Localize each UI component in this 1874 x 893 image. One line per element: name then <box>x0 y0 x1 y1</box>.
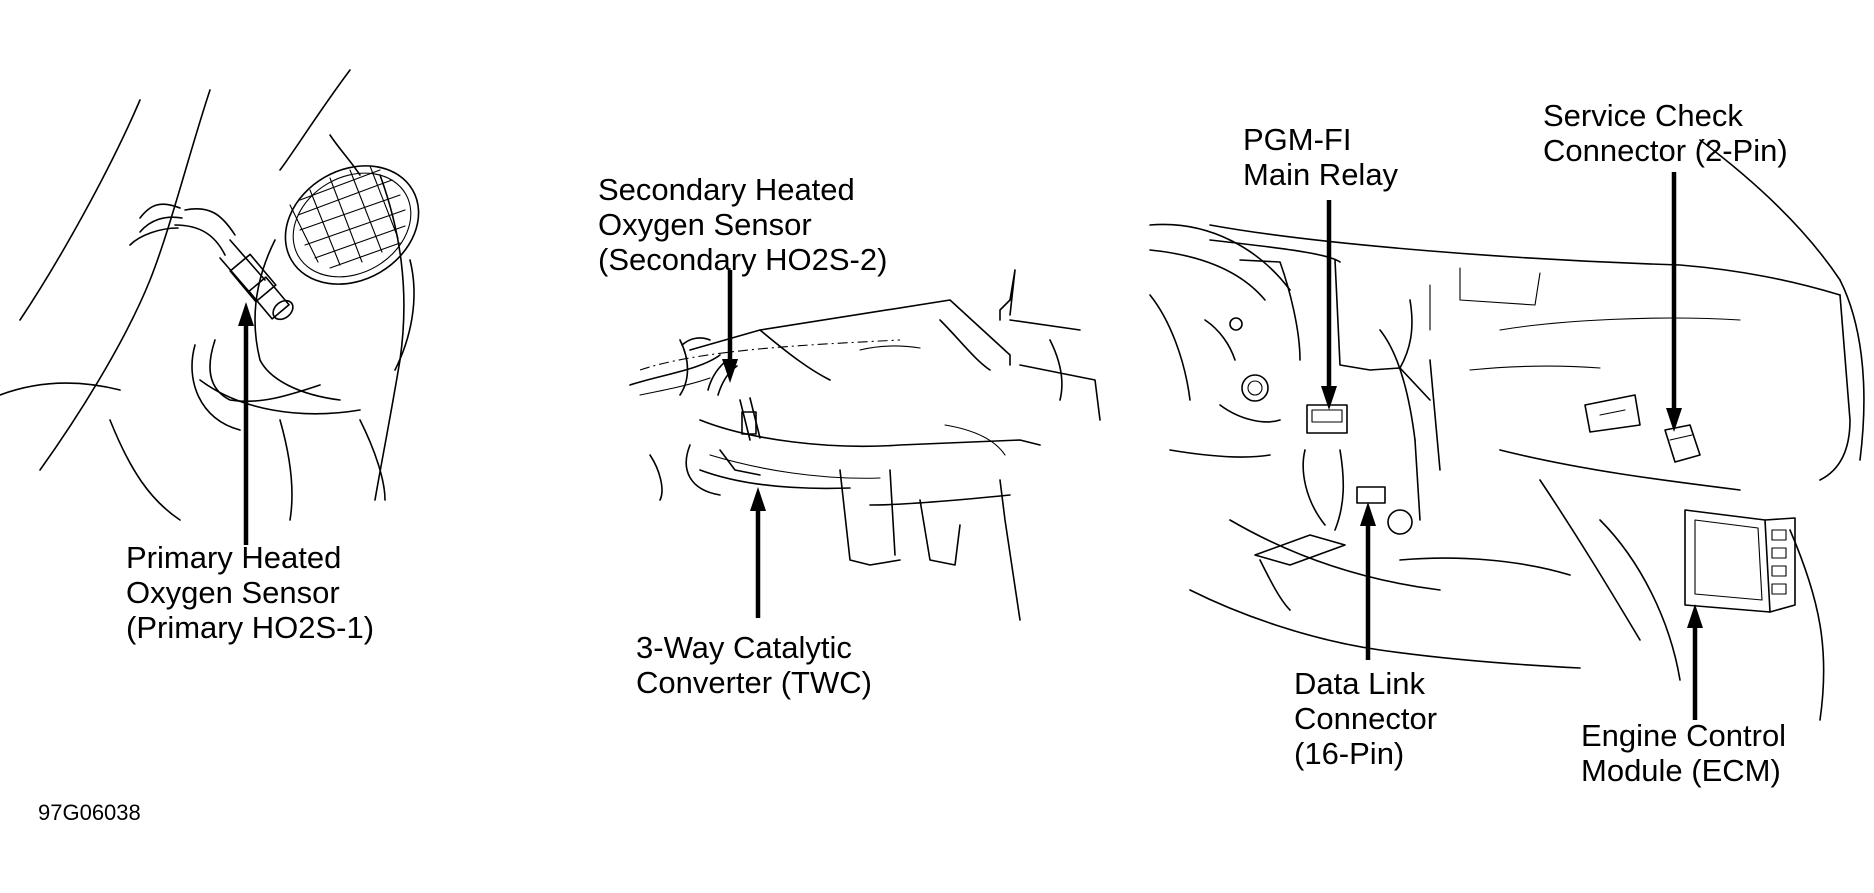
dashboard-drawing <box>1149 139 1865 721</box>
service-check-label: Service Check Connector (2-Pin) <box>1543 98 1788 168</box>
secondary-ho2s-label: Secondary Heated Oxygen Sensor (Secondar… <box>598 172 888 277</box>
secondary-ho2s-leader <box>722 270 738 383</box>
main-relay-leader <box>1321 200 1337 410</box>
catalytic-converter-drawing <box>629 269 1101 621</box>
service-check-leader <box>1666 172 1682 432</box>
dlc-label: Data Link Connector (16-Pin) <box>1294 666 1438 771</box>
twc-label: 3-Way Catalytic Converter (TWC) <box>636 630 872 700</box>
twc-leader <box>750 487 766 618</box>
dlc-leader <box>1360 502 1376 660</box>
ecm-leader <box>1687 604 1703 720</box>
figure-id: 97G06038 <box>38 800 141 825</box>
primary-ho2s-leader <box>238 302 254 545</box>
main-relay-label: PGM-FI Main Relay <box>1243 122 1399 192</box>
primary-ho2s-label: Primary Heated Oxygen Sensor (Primary HO… <box>126 540 375 645</box>
ecm-label: Engine Control Module (ECM) <box>1581 718 1787 788</box>
exhaust-manifold-drawing <box>0 69 420 521</box>
